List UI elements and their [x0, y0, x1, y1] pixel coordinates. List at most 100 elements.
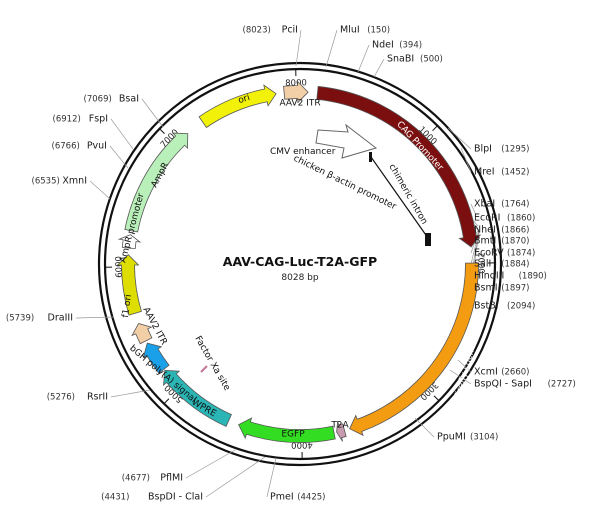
tick-mark — [163, 398, 170, 405]
site-position: (5739) — [6, 314, 34, 324]
site-position: (1764) — [501, 200, 529, 210]
site-xmni-leader — [89, 180, 111, 200]
tick-mark — [432, 125, 438, 132]
site-pmei-leader — [266, 457, 277, 498]
site-draiii-leader — [75, 316, 115, 319]
tick-label: 6000 — [114, 256, 124, 278]
site-mlui-label: MluI — [340, 25, 360, 36]
site-position: (4425) — [297, 493, 325, 503]
feature-f1-ori-arrow — [116, 254, 142, 316]
feature-firefly-luciferase-arrow — [349, 262, 479, 437]
site-fspi-leader — [110, 118, 134, 150]
tick-label: 2000 — [475, 252, 485, 274]
site-bspqi-sapi-label: BspQI - SapI — [474, 379, 532, 390]
site-pvui-label: PvuI — [87, 141, 107, 152]
site-bsmi-label: BsmI — [474, 283, 498, 294]
site-bsai-leader — [141, 98, 164, 128]
site-rsrii-leader — [110, 389, 151, 398]
plasmid-size: 8028 bp — [281, 273, 318, 283]
site-position: (500) — [420, 55, 443, 65]
feature-egfp-label: EGFP — [281, 430, 305, 440]
site-ndei-leader — [357, 44, 370, 73]
site-bstbi-label: BstBI — [474, 301, 499, 312]
cmv-enhancer-label: CMV enhancer — [270, 147, 336, 157]
site-bsai-label: BsaI — [119, 94, 139, 105]
site-position: (1870) — [501, 237, 529, 247]
site-ppumi-label: PpuMI — [437, 432, 466, 443]
feature-wpre-arrow — [163, 369, 232, 427]
site-bspdi-clai-label: BspDI - ClaI — [148, 492, 203, 503]
site-position: (4677) — [122, 474, 150, 484]
site-mlui-leader — [325, 29, 338, 68]
feature-ampr-arrow — [124, 132, 189, 233]
site-position: (1295) — [501, 145, 529, 155]
site-position: (7069) — [84, 95, 112, 105]
site-position: (1452) — [501, 168, 529, 178]
backbone-outer-ring — [97, 61, 503, 467]
site-xbai-label: XbaI — [474, 199, 495, 210]
site-position: (6766) — [52, 142, 80, 152]
feature-t2a-arrow — [336, 420, 347, 442]
plasmid-name: AAV-CAG-Luc-T2A-GFP — [223, 254, 377, 269]
site-position: (1874) — [507, 249, 535, 259]
sites-layer: PciI (8023) (150) MluI (394) NdeI (500) SnaBI (1… — [6, 25, 576, 503]
site-xmni-label: XmnI — [62, 176, 87, 187]
site-snabi-leader — [373, 58, 385, 78]
site-draiii-label: DraIII — [48, 313, 73, 324]
site-pcii-leader — [295, 29, 302, 67]
site-position: (1890) — [519, 272, 547, 282]
feature-aav2-itr-label: AAV2 ITR — [279, 99, 320, 109]
chicken-beta-actin-promoter-label: chicken β-actin promoter — [292, 154, 398, 213]
tick-mark — [159, 128, 165, 134]
site-position: (5276) — [47, 393, 75, 403]
site-pflmi-label: PflMI — [160, 473, 183, 484]
site-ndei-label: NdeI — [372, 40, 394, 51]
site-position: (2727) — [548, 380, 576, 390]
tick-mark — [433, 395, 440, 402]
site-position: (3104) — [470, 433, 498, 443]
feature-ori-arrow — [198, 84, 277, 129]
feature-egfp-arrow — [238, 417, 336, 443]
site-position: (6535) — [32, 177, 60, 187]
site-hindiii-label: HindIII — [474, 271, 504, 282]
site-pflmi-leader — [185, 449, 236, 479]
site-position: (2660) — [501, 368, 529, 378]
site-pmei-label: PmeI — [270, 492, 294, 503]
site-xcmi-label: XcmI — [474, 367, 498, 378]
site-position: (4431) — [101, 493, 129, 503]
site-mrei-label: MreI — [474, 167, 495, 178]
site-xcmi-leader — [457, 359, 472, 373]
site-pcii-label: PciI — [282, 25, 298, 36]
site-sali-label: SalI — [474, 259, 491, 270]
site-position: (394) — [399, 41, 422, 51]
site-position: (6912) — [53, 115, 81, 125]
site-position: (1860) — [507, 214, 535, 224]
site-bspqi-sapi-leader — [449, 369, 472, 385]
site-ecori-label: EcoRI — [474, 213, 500, 224]
site-ppumi-leader — [414, 417, 435, 438]
feature-f1-ori-label: f1 ori — [121, 294, 134, 319]
site-position: (1866) — [501, 226, 529, 236]
chimeric-intron-start — [369, 152, 372, 162]
site-position: (150) — [367, 26, 390, 36]
site-xbai-leader — [470, 203, 477, 216]
chimeric-intron-label: chimeric intron — [386, 163, 429, 227]
site-position: (8023) — [243, 26, 271, 36]
site-bspdi-clai-leader — [205, 456, 266, 498]
feature-cag-promoter-arrow — [316, 85, 482, 248]
site-pvui-leader — [109, 145, 129, 169]
feature-bgh-poly-a-signal-arrow — [142, 342, 170, 374]
site-position: (1897) — [501, 284, 529, 294]
tick-label: 8000 — [285, 78, 307, 88]
site-position: (2094) — [507, 302, 535, 312]
site-fspi-label: FspI — [89, 114, 108, 125]
feature-ori-label: ori — [237, 93, 251, 106]
chimeric-intron-line — [370, 156, 429, 239]
site-blpi-label: BlpI — [474, 144, 492, 155]
cmv-enhancer-arrow — [315, 123, 378, 159]
site-snabi-label: SnaBI — [387, 54, 414, 65]
site-mrei-leader — [460, 147, 472, 173]
site-blpi-leader — [447, 127, 472, 150]
site-ecorv-label: EcoRV — [474, 248, 504, 259]
